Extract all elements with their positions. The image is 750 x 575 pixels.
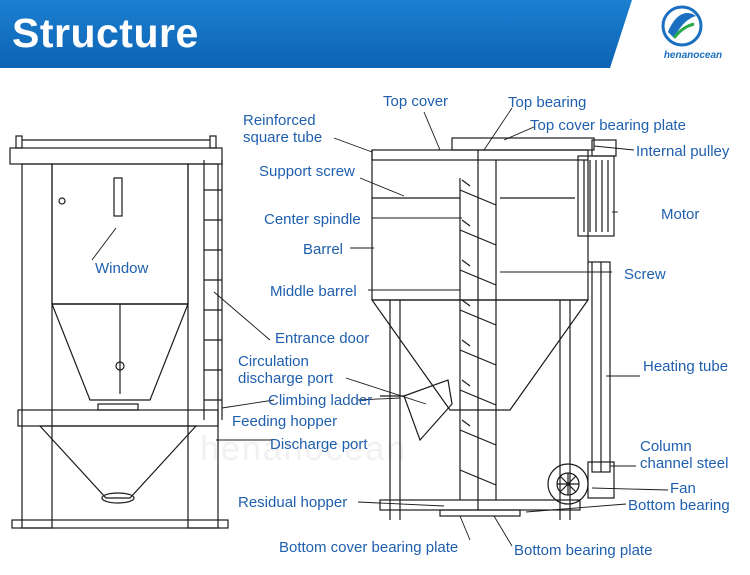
- leader-lines: [91, 107, 669, 547]
- label-entrance-door: Entrance door: [275, 330, 370, 347]
- label-support-screw: Support screw: [259, 163, 355, 180]
- label-bottom-bearing: Bottom bearing: [628, 497, 730, 514]
- label-window: Window: [95, 260, 149, 277]
- label-fan: Fan: [670, 480, 696, 497]
- company-logo-icon: [661, 5, 703, 47]
- label-climbing-ladder: Climbing ladder: [268, 392, 373, 409]
- label-discharge-port: Discharge port: [270, 436, 368, 453]
- label-internal-pulley: Internal pulley: [636, 143, 730, 160]
- left-machine: [9, 135, 229, 529]
- label-barrel: Barrel: [303, 241, 344, 258]
- label-bottom-bearing-plate: Bottom bearing plate: [514, 542, 653, 559]
- page-title: Structure: [12, 10, 199, 56]
- label-reinforced-square-tube: Reinforced square tube: [243, 112, 323, 146]
- label-top-cover-bearing-plate: Top cover bearing plate: [530, 117, 686, 134]
- label-screw: Screw: [624, 266, 666, 283]
- label-motor: Motor: [661, 206, 700, 223]
- label-column-channel-steel: Column channel steel: [640, 438, 729, 472]
- watermark: henanocean: [200, 430, 408, 468]
- label-circulation-discharge-port: Circulation discharge port: [238, 353, 334, 387]
- label-middle-barrel: Middle barrel: [270, 283, 357, 300]
- label-residual-hopper: Residual hopper: [238, 494, 348, 511]
- label-bottom-cover-bearing-plate: Bottom cover bearing plate: [279, 539, 459, 556]
- label-feeding-hopper: Feeding hopper: [232, 413, 338, 430]
- label-top-bearing: Top bearing: [508, 94, 587, 111]
- right-machine: [370, 137, 617, 520]
- logo-panel: henanocean: [610, 0, 750, 68]
- label-heating-tube: Heating tube: [643, 358, 729, 375]
- label-center-spindle: Center spindle: [264, 211, 361, 228]
- label-top-cover: Top cover: [383, 93, 449, 110]
- logo-text: henanocean: [663, 50, 723, 61]
